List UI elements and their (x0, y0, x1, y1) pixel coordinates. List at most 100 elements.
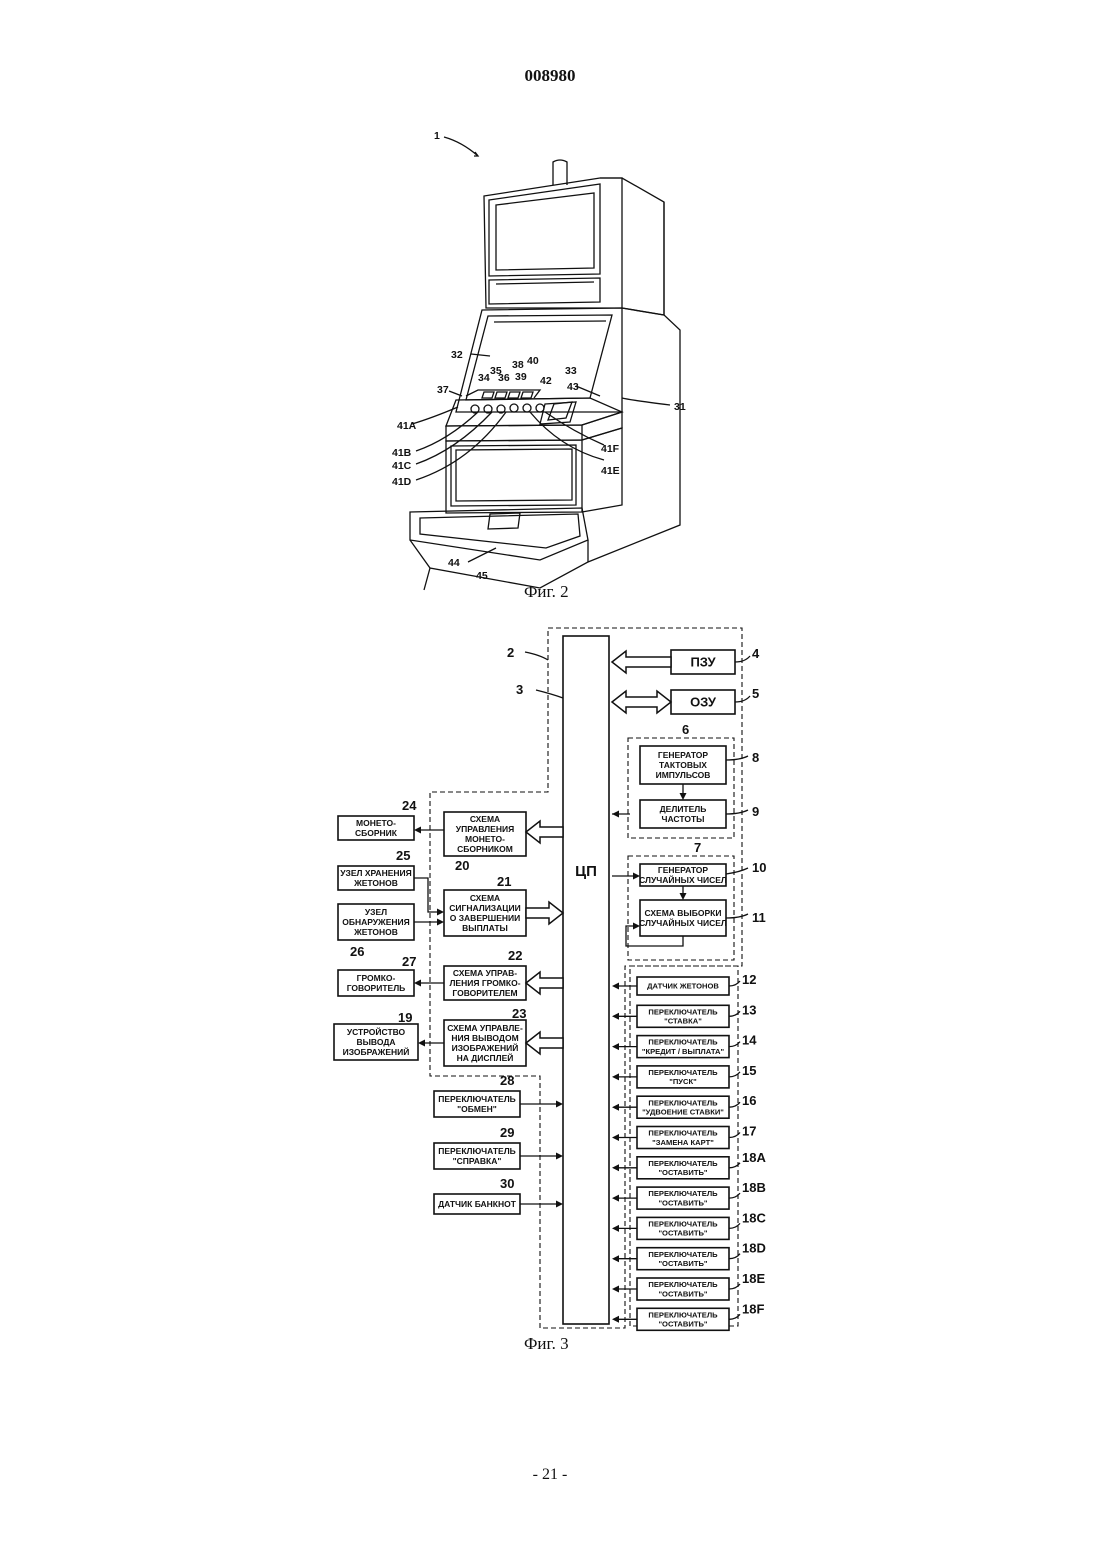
controller-block: СХЕМА УПРАВЛЕ-НИЯ ВЫВОДОМИЗОБРАЖЕНИЙНА Д… (444, 1020, 526, 1066)
right-input-block: ПЕРЕКЛЮЧАТЕЛЬ"ОСТАВИТЬ" (637, 1248, 729, 1270)
right-input-block-label: "ОСТАВИТЬ" (658, 1289, 707, 1298)
random-sampler-block-label: СХЕМА ВЫБОРКИ (645, 908, 722, 918)
memory-block-label: ОЗУ (690, 695, 717, 710)
random-group-ref: 7 (694, 840, 701, 855)
right-input-block-label: ПЕРЕКЛЮЧАТЕЛЬ (648, 1250, 718, 1259)
arrow-head (612, 1104, 619, 1111)
device-block: МОНЕТО-СБОРНИК (338, 816, 414, 840)
wire (414, 878, 440, 912)
fig3-leaders (525, 652, 563, 698)
right-input-block: ПЕРЕКЛЮЧАТЕЛЬ"ОСТАВИТЬ" (637, 1278, 729, 1300)
cpu-block: ЦП (563, 636, 609, 1324)
clock-generator-block: ГЕНЕРАТОРТАКТОВЫХИМПУЛЬСОВ (640, 746, 726, 784)
controller-ref: 20 (455, 858, 469, 873)
memory-ref: 4 (752, 646, 760, 661)
right-input-block: ДАТЧИК ЖЕТОНОВ (637, 977, 729, 995)
random-sampler-block-label: СЛУЧАЙНЫХ ЧИСЕЛ (639, 917, 727, 928)
right-input-block-label: ПЕРЕКЛЮЧАТЕЛЬ (648, 1189, 718, 1198)
left-input-block: ДАТЧИК БАНКНОТ (434, 1194, 520, 1214)
arrow-head (612, 1073, 619, 1080)
left-input-block-label: ПЕРЕКЛЮЧАТЕЛЬ (438, 1146, 516, 1156)
right-input-ref: 15 (742, 1063, 756, 1078)
ref-leader (726, 868, 748, 874)
right-input-ref: 18F (742, 1301, 764, 1316)
clock-generator-block-label: ГЕНЕРАТОР (658, 750, 709, 760)
right-input-ref: 18A (742, 1150, 766, 1165)
clock-generator-block-label: ИМПУЛЬСОВ (656, 770, 711, 780)
arrow-head (418, 1040, 425, 1047)
rom-bus-arrow (612, 651, 671, 673)
right-input-block-label: ПЕРЕКЛЮЧАТЕЛЬ (648, 1219, 718, 1228)
random-sampler-block: СХЕМА ВЫБОРКИСЛУЧАЙНЫХ ЧИСЕЛ (639, 900, 727, 936)
device-block-label: СБОРНИК (355, 828, 398, 838)
arrow-head (680, 793, 687, 800)
hopper-bus-arrow (526, 821, 563, 843)
left-input-ref: 30 (500, 1176, 514, 1191)
divider-ref: 9 (752, 804, 759, 819)
right-input-block-label: ПЕРЕКЛЮЧАТЕЛЬ (648, 1280, 718, 1289)
cpu-box (563, 636, 609, 1324)
right-input-block-label: "ОСТАВИТЬ" (658, 1198, 707, 1207)
left-input-block-label: ПЕРЕКЛЮЧАТЕЛЬ (438, 1094, 516, 1104)
right-input-ref: 17 (742, 1124, 756, 1139)
figure-3-caption: Фиг. 3 (524, 1334, 569, 1354)
right-input-block: ПЕРЕКЛЮЧАТЕЛЬ"ОСТАВИТЬ" (637, 1187, 729, 1209)
controller-ref: 21 (497, 874, 511, 889)
controller-block-label: СХЕМА (470, 814, 500, 824)
controller-block-label: НИЯ ВЫВОДОМ (451, 1033, 518, 1043)
speaker-bus-arrow (526, 972, 563, 994)
memory-block: ПЗУ (671, 650, 735, 674)
memory-block: ОЗУ (671, 690, 735, 714)
controller-block: СХЕМАСИГНАЛИЗАЦИИО ЗАВЕРШЕНИИВЫПЛАТЫ (444, 890, 526, 936)
controller-block-label: О ЗАВЕРШЕНИИ (450, 913, 520, 923)
right-input-ref: 18D (742, 1241, 766, 1256)
device-block: УСТРОЙСТВОВЫВОДАИЗОБРАЖЕНИЙ (334, 1024, 418, 1060)
device-block-label: ИЗОБРАЖЕНИЙ (343, 1046, 410, 1057)
left-input-block: ПЕРЕКЛЮЧАТЕЛЬ"СПРАВКА" (434, 1143, 520, 1169)
right-input-block: ПЕРЕКЛЮЧАТЕЛЬ"ОСТАВИТЬ" (637, 1217, 729, 1239)
device-block-label: ЖЕТОНОВ (353, 927, 398, 937)
right-input-ref: 16 (742, 1093, 756, 1108)
right-input-ref: 12 (742, 972, 756, 987)
random-generator-block: ГЕНЕРАТОРСЛУЧАЙНЫХ ЧИСЕЛ (639, 864, 727, 886)
device-block-label: ГОВОРИТЕЛЬ (347, 983, 406, 993)
right-input-ref: 13 (742, 1002, 756, 1017)
arrow-head (612, 1195, 619, 1202)
memory-block-label: ПЗУ (690, 655, 716, 670)
frequency-divider-block: ДЕЛИТЕЛЬЧАСТОТЫ (640, 800, 726, 828)
device-block: УЗЕЛОБНАРУЖЕНИЯЖЕТОНОВ (338, 904, 414, 940)
device-block-label: ЖЕТОНОВ (353, 878, 398, 888)
left-input-block-label: "СПРАВКА" (453, 1156, 502, 1166)
right-input-block: ПЕРЕКЛЮЧАТЕЛЬ"ОСТАВИТЬ" (637, 1308, 729, 1330)
clock-generator-block-label: ТАКТОВЫХ (659, 760, 707, 770)
arrow-head (680, 893, 687, 900)
arrow-head (437, 919, 444, 926)
device-block-label: МОНЕТО- (356, 818, 396, 828)
right-input-block-label: ПЕРЕКЛЮЧАТЕЛЬ (648, 1129, 718, 1138)
device-block-label: ГРОМКО- (357, 973, 396, 983)
right-input-block: ПЕРЕКЛЮЧАТЕЛЬ"ОСТАВИТЬ" (637, 1157, 729, 1179)
cpu-label: ЦП (575, 863, 597, 880)
device-ref: 24 (402, 798, 417, 813)
device-block-label: ОБНАРУЖЕНИЯ (342, 917, 410, 927)
controller-block-label: СХЕМА УПРАВ- (453, 968, 517, 978)
controller-block-label: НА ДИСПЛЕЙ (457, 1052, 514, 1063)
controller-block-label: СИГНАЛИЗАЦИИ (449, 903, 520, 913)
right-input-block-label: "ОСТАВИТЬ" (658, 1259, 707, 1268)
memory-ref: 5 (752, 686, 759, 701)
left-input-block: ПЕРЕКЛЮЧАТЕЛЬ"ОБМЕН" (434, 1091, 520, 1117)
right-input-ref: 14 (742, 1033, 757, 1048)
ref-leader (726, 756, 748, 760)
arrow-head (414, 980, 421, 987)
right-input-block-label: "ОСТАВИТЬ" (658, 1320, 707, 1329)
controller-block-label: ЛЕНИЯ ГРОМКО- (449, 978, 520, 988)
controller-block-label: МОНЕТО- (465, 834, 505, 844)
right-input-block-label: "УДВОЕНИЕ СТАВКИ" (642, 1107, 724, 1116)
right-input-ref: 18C (742, 1210, 766, 1225)
random-generator-block-label: ГЕНЕРАТОР (658, 865, 709, 875)
frequency-divider-block-label: ЧАСТОТЫ (662, 814, 705, 824)
right-input-block-label: ПЕРЕКЛЮЧАТЕЛЬ (648, 1038, 718, 1047)
device-block: ГРОМКО-ГОВОРИТЕЛЬ (338, 970, 414, 996)
controller-block-label: СБОРНИКОМ (457, 844, 513, 854)
